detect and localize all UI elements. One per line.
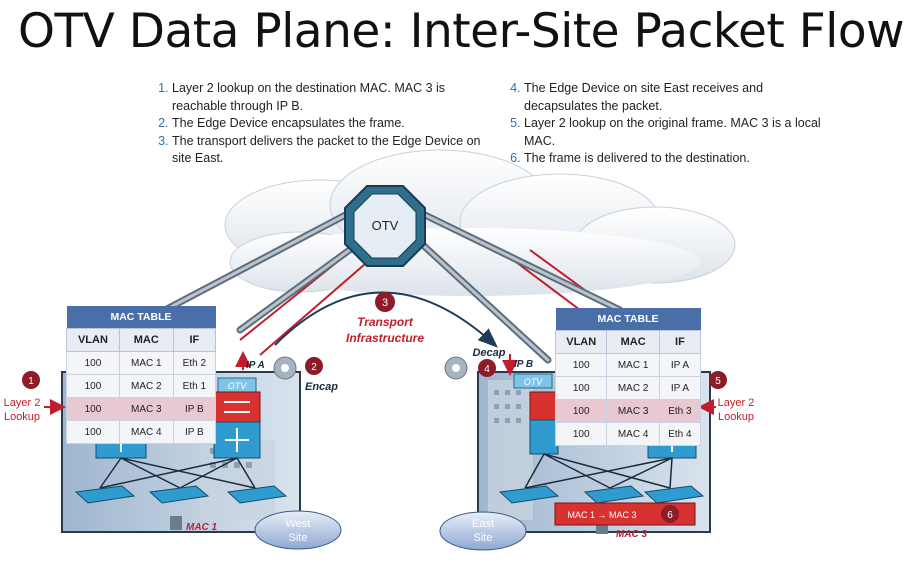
table-cell: 100: [554, 376, 608, 400]
table-cell: MAC 4: [606, 422, 660, 446]
gear-icon: [273, 356, 297, 380]
table-row: 100 MAC 1 IP A: [554, 353, 702, 377]
table-cell: IP B: [172, 420, 217, 444]
column-header: MAC: [606, 330, 660, 354]
step-item: The Edge Device on site East receives an…: [524, 80, 834, 115]
column-header: VLAN: [554, 330, 608, 354]
otv-interface-tag: [513, 373, 553, 389]
server-icon: [170, 516, 182, 530]
decap-label: Decap: [472, 347, 505, 359]
table-cell: 100: [66, 397, 120, 421]
table-cell: Eth 3: [658, 399, 702, 423]
table-row: 100 MAC 2 Eth 1: [66, 374, 217, 398]
step-badge-1: [22, 371, 40, 389]
table-cell: MAC 2: [118, 374, 174, 398]
table-cell: 100: [554, 399, 608, 423]
step-item: The frame is delivered to the destinatio…: [524, 150, 834, 168]
svg-text:Lookup: Lookup: [4, 411, 40, 423]
table-cell: MAC 1: [118, 351, 174, 375]
table-cell: Eth 1: [172, 374, 217, 398]
table-row: 100 MAC 2 IP A: [554, 376, 702, 400]
step-badge-6: [661, 505, 679, 523]
table-row: 100 MAC 1 Eth 2: [66, 351, 217, 375]
steps-list-right: The Edge Device on site East receives an…: [502, 80, 834, 168]
otv-octagon-icon: [344, 185, 426, 267]
table-row-highlighted: 100 MAC 3 IP B: [66, 397, 217, 421]
red-link: [259, 257, 373, 356]
gear-icon: [444, 356, 468, 380]
west-host-label: MAC 1: [186, 522, 218, 533]
step-item: The Edge Device encapsulates the frame.: [172, 115, 482, 133]
step-badge-2: [305, 357, 323, 375]
svg-text:5: 5: [715, 376, 721, 387]
ip-a-label: IP A: [246, 360, 265, 371]
svg-text:West: West: [286, 518, 311, 530]
svg-text:East: East: [472, 518, 494, 530]
mac-table-caption: MAC TABLE: [555, 308, 701, 331]
mac-table-caption: MAC TABLE: [66, 306, 216, 329]
step-badge-4: [478, 359, 496, 377]
svg-text:3: 3: [382, 297, 388, 309]
frame-label: MAC 1 → MAC 3: [567, 510, 636, 520]
table-cell: 100: [554, 353, 608, 377]
east-host-label: MAC 3: [616, 529, 648, 540]
lookup-label-east: Layer 2: [718, 397, 755, 409]
table-cell: 100: [554, 422, 608, 446]
column-header: MAC: [118, 328, 174, 352]
svg-text:6: 6: [667, 510, 673, 521]
transport-label-1: Transport: [357, 315, 414, 329]
column-header: VLAN: [66, 328, 120, 352]
column-header: IF: [658, 330, 702, 354]
table-cell: IP A: [658, 353, 702, 377]
svg-text:2: 2: [311, 362, 317, 373]
svg-text:Site: Site: [474, 532, 493, 544]
table-cell: MAC 2: [606, 376, 660, 400]
step-badge-5: [709, 371, 727, 389]
step-item: Layer 2 lookup on the original frame. MA…: [524, 115, 834, 150]
table-cell: 100: [66, 351, 120, 375]
table-cell: MAC 3: [606, 399, 660, 423]
aggregation-switch-icon: [529, 419, 559, 455]
step-item: The transport delivers the packet to the…: [172, 133, 482, 168]
transport-cloud: [224, 149, 736, 296]
table-cell: MAC 1: [606, 353, 660, 377]
table-cell: IP B: [172, 397, 217, 421]
svg-text:OTV: OTV: [228, 381, 247, 391]
svg-text:OTV: OTV: [524, 377, 543, 387]
east-site-badge: [439, 511, 527, 551]
steps-list-left: Layer 2 lookup on the destination MAC. M…: [150, 80, 482, 168]
table-cell: 100: [66, 420, 120, 444]
slide-title: OTV Data Plane: Inter-Site Packet Flow: [17, 4, 905, 59]
ip-b-label: IP B: [514, 359, 533, 370]
otv-label: OTV: [372, 218, 399, 233]
table-row-highlighted: 100 MAC 3 Eth 3: [554, 399, 702, 423]
access-switch-icon: [74, 485, 288, 504]
table-row: 100 MAC 4 Eth 4: [554, 422, 702, 446]
table-cell: 100: [66, 374, 120, 398]
encap-label: Encap: [305, 381, 338, 393]
step-badge-3: [375, 292, 395, 312]
delivered-frame: [554, 502, 696, 526]
step-item: Layer 2 lookup on the destination MAC. M…: [172, 80, 482, 115]
table-cell: MAC 3: [118, 397, 174, 421]
table-cell: Eth 2: [172, 351, 217, 375]
west-mac-table: MAC TABLE VLAN MAC IF 100 MAC 1 Eth 2 10…: [66, 306, 217, 444]
lookup-label-west: Layer 2: [4, 397, 41, 409]
access-switch-icon: [498, 485, 705, 504]
table-row: 100 MAC 4 IP B: [66, 420, 217, 444]
svg-text:4: 4: [484, 364, 490, 375]
east-mac-table: MAC TABLE VLAN MAC IF 100 MAC 1 IP A 100…: [554, 308, 702, 446]
svg-text:Site: Site: [289, 532, 308, 544]
table-cell: IP A: [658, 376, 702, 400]
edge-router-icon: [529, 391, 559, 421]
svg-text:1: 1: [28, 376, 34, 387]
edge-router-icon: [213, 391, 261, 423]
table-cell: MAC 4: [118, 420, 174, 444]
table-cell: Eth 4: [658, 422, 702, 446]
transport-label-2: Infrastructure: [346, 331, 424, 345]
column-header: IF: [172, 328, 217, 352]
svg-text:Lookup: Lookup: [718, 411, 754, 423]
west-site-badge: [254, 510, 342, 550]
